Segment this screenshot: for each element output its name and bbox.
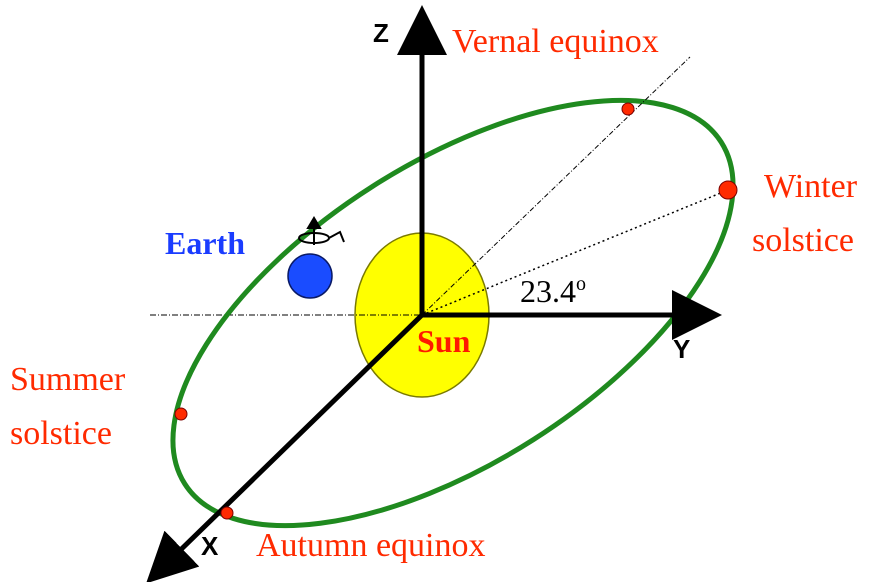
winter-solstice-label-line2: solstice xyxy=(752,222,854,259)
autumn-equinox-label: Autumn equinox xyxy=(256,527,485,564)
summer-solstice-label-line1: Summer xyxy=(10,361,126,398)
autumn-equinox-marker xyxy=(220,506,234,520)
rotation-arrow-icon xyxy=(298,216,345,245)
winter-solstice-marker xyxy=(718,180,738,200)
y-axis-label: Y xyxy=(673,334,690,364)
vernal-equinox-label: Vernal equinox xyxy=(452,23,659,60)
summer-solstice-marker xyxy=(174,407,188,421)
winter-solstice-line xyxy=(421,189,729,316)
x-axis-label: X xyxy=(201,531,219,561)
winter-solstice-label-line1: Winter xyxy=(764,168,858,205)
z-axis-label: Z xyxy=(373,18,389,48)
earth-globe xyxy=(287,253,333,299)
earth-orbit xyxy=(170,97,736,529)
earth-label: Earth xyxy=(165,225,245,261)
degree-superscript: o xyxy=(576,273,586,295)
tilt-angle-label: 23.4o xyxy=(520,273,586,309)
vernal-equinox-marker xyxy=(621,102,635,116)
vernal-equinox-line xyxy=(421,56,691,316)
sun-label: Sun xyxy=(417,323,471,359)
summer-solstice-label-line2: solstice xyxy=(10,415,112,452)
x-axis xyxy=(146,313,424,582)
